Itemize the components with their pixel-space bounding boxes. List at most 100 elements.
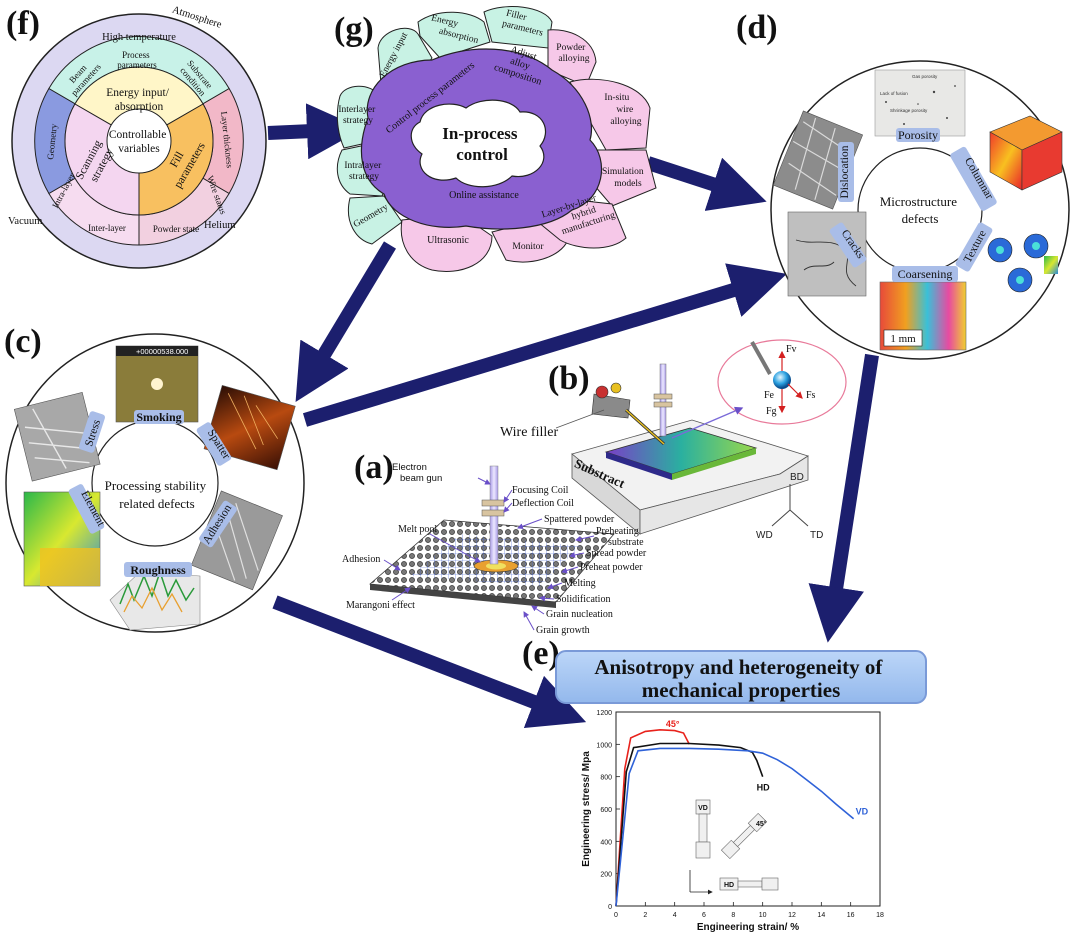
controllable-variables-label: Controllable variables [109, 129, 169, 155]
texture-pole-figures [987, 233, 1058, 293]
smoking-glow [151, 378, 163, 390]
panel-label-d: (d) [736, 9, 778, 46]
spattered-powder-label: Spattered powder [544, 514, 615, 525]
x-tick-label-6: 12 [788, 912, 796, 919]
deg45-specimen-label: 45° [756, 820, 767, 828]
chart-plot-area [615, 711, 881, 907]
panel-label-a: (a) [354, 449, 394, 486]
y-axis-label: Engineering stress/ Mpa [581, 751, 592, 867]
series-label-1: HD [757, 783, 770, 793]
panel-f: (f) Controllable variables Energy input/… [6, 4, 267, 269]
grain-growth-label: Grain growth [536, 625, 590, 636]
solidification-label: Solidification [556, 594, 610, 605]
element-map-secondary [40, 548, 100, 586]
wire-feeder [591, 382, 666, 446]
melt-pool-label: Melt pool [398, 524, 437, 535]
chart-series [615, 728, 855, 907]
hd-specimen-gauge [737, 880, 763, 888]
smoking-label: Smoking [136, 410, 181, 424]
dislocation-label: Dislocation [839, 145, 851, 198]
callout-wire-tip [750, 341, 772, 375]
interlayer-strategy-label: Interlayer strategy [338, 105, 377, 126]
deposit-side [606, 452, 672, 480]
force-fv-label: Fv [786, 344, 797, 355]
petal-insitu [569, 78, 651, 151]
hd-specimen-end [761, 877, 779, 891]
vacuum-label: Vacuum [8, 216, 42, 227]
center-region [410, 99, 547, 188]
pore-dots [885, 85, 956, 125]
simulation-models-label: Simulation models [602, 167, 646, 189]
specimen-axes [689, 870, 712, 892]
online-assistance-label: Online assistance [449, 190, 519, 201]
axis-triad [771, 484, 809, 527]
axis-td-label: TD [810, 530, 823, 541]
porosity-notes: Gas porosity Lack of fusion Shrinkage po… [880, 74, 939, 113]
helium-label: Helium [204, 220, 236, 231]
adhesion-tag [199, 500, 237, 548]
columnar-tag [950, 146, 997, 211]
deg45-specimen [720, 812, 768, 860]
specimen-sketches: VD 45° HD [689, 799, 779, 892]
preheat-powder-label: Preheat powder [580, 562, 643, 573]
vd-specimen-gauge [698, 813, 708, 843]
force-fe-label: Fe [764, 390, 775, 401]
process-parameters-label: Process parameters [117, 50, 157, 70]
axis-wd-label: WD [756, 530, 773, 541]
vd-specimen-base [695, 841, 711, 859]
panel-label-f: (f) [6, 5, 40, 42]
x-tick-label-5: 10 [759, 912, 767, 919]
smoking-tag [134, 410, 184, 424]
stress-tag [78, 411, 106, 453]
y-tick-label-2: 400 [600, 839, 612, 846]
dislocation-tag [838, 142, 854, 202]
arrow-f-to-g [267, 103, 363, 160]
x-tick-label-9: 18 [876, 912, 884, 919]
arrow-g-to-d [645, 156, 767, 211]
porosity-tag [896, 128, 940, 142]
cracks-tag [829, 222, 867, 268]
series-label-0: 45° [666, 719, 680, 729]
x-tick-label-2: 4 [673, 912, 677, 919]
energy-absorption-label: Energy input/ absorption [106, 87, 172, 113]
panel-label-c: (c) [4, 323, 42, 360]
force-fg-label: Fg [766, 406, 777, 417]
y-tick-label-0: 0 [608, 904, 612, 911]
y-tick-label-6: 1200 [596, 710, 612, 717]
smoking-timestamp-bar [116, 346, 198, 356]
petal-ultrasonic [400, 213, 493, 272]
focusing-coil [481, 499, 505, 507]
panel-a-pointers [383, 477, 595, 631]
callout-pointer [671, 406, 744, 439]
powder-alloying-label: Powder alloying [556, 43, 590, 64]
columnar-cube [989, 115, 1063, 191]
grain-nucleation-label: Grain nucleation [546, 609, 613, 620]
force-fs-label: Fs [806, 390, 816, 401]
processing-stability-label: Processing stability related defects [105, 478, 210, 511]
arrow-c-to-e [272, 595, 587, 729]
preheating-substrate-label: Preheating substrate [596, 526, 644, 548]
x-tick-label-8: 16 [847, 912, 855, 919]
porosity-label: Porosity [898, 128, 938, 142]
adhesion-label-a: Adhesion [342, 554, 380, 565]
arrow-g-to-c [295, 241, 396, 402]
roughness-label: Roughness [130, 563, 186, 577]
series-label-2: VD [856, 807, 869, 817]
panel-label-e: (e) [522, 635, 560, 672]
ultrasonic-label: Ultrasonic [427, 235, 469, 246]
deposit-front [672, 448, 756, 480]
insitu-wire-label: In-situ wire alloying [604, 93, 641, 127]
x-tick-label-0: 0 [614, 912, 618, 919]
panel-d: (d) Microstructure defects Gas porosity … [736, 9, 1070, 360]
in-process-control-label: In-process control [442, 124, 522, 164]
spatter-tag [196, 422, 232, 466]
deflection-coil-label: Deflection Coil [512, 498, 574, 509]
scale-bar-box [883, 329, 923, 347]
spatter-image [203, 384, 296, 471]
y-tick-label-3: 600 [600, 807, 612, 814]
panel-b: (b) Substract Wire filler Fv Fe Fs Fg [500, 339, 847, 541]
deflection-coil [481, 509, 505, 517]
axis-bd-label: BD [790, 472, 804, 483]
